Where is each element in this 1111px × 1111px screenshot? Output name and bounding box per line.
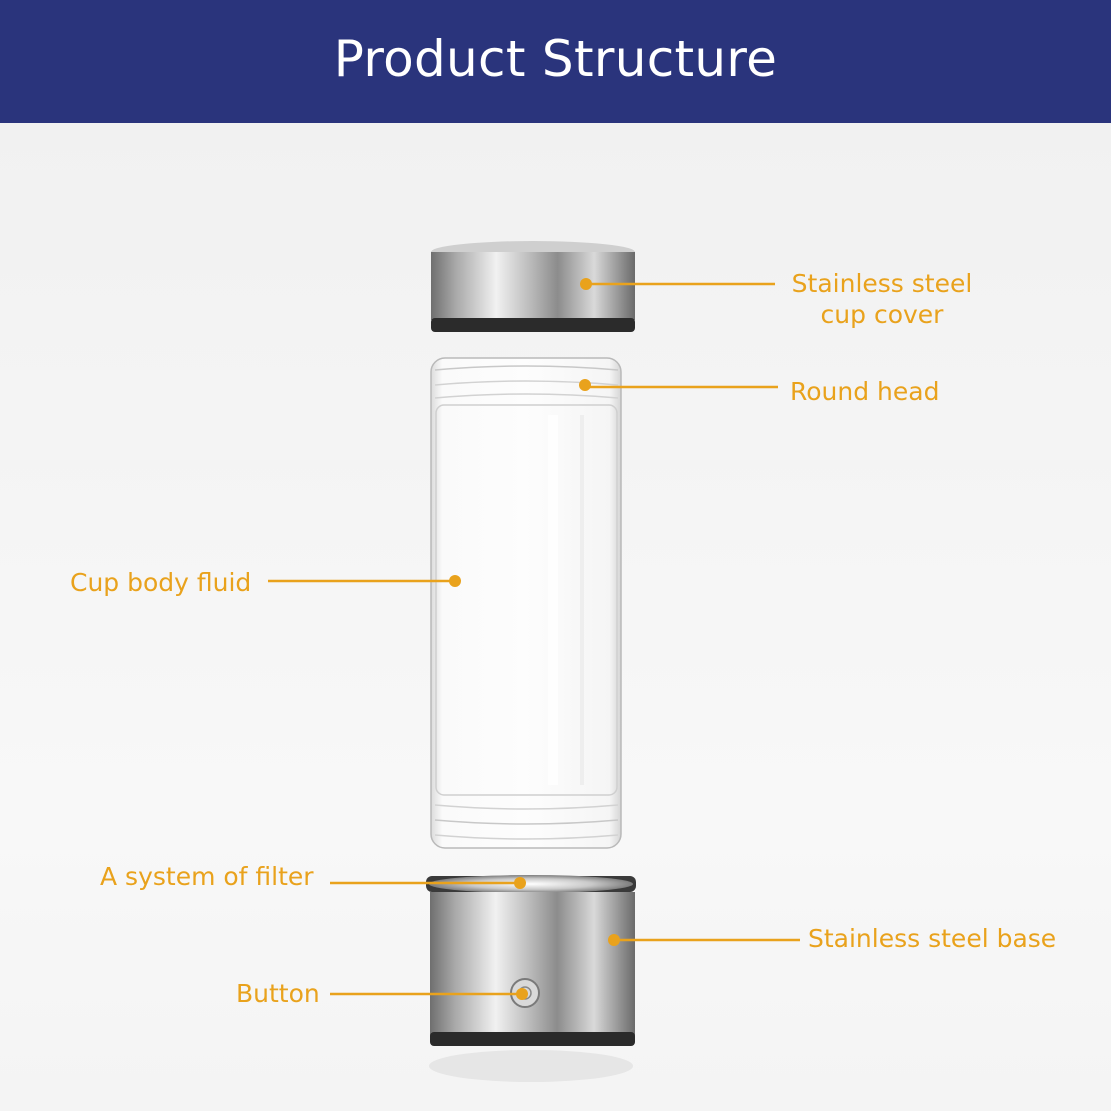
cup-cover-part [431,241,635,332]
callout-filter-pointer [330,877,526,889]
label-round-head: Round head [790,377,940,406]
header-banner: Product Structure [0,0,1111,123]
glass-body-part [430,357,622,849]
label-filter: A system of filter [100,862,314,891]
label-cup-cover-line-2: cup cover [820,300,944,329]
label-button: Button [236,979,320,1008]
callout-round-head-pointer [579,379,778,391]
base-part [426,875,636,1082]
page-title: Product Structure [333,29,778,88]
label-base: Stainless steel base [808,924,1057,953]
label-cup-body: Cup body fluid [70,568,252,597]
callout-cup-cover-pointer [580,278,775,290]
label-cup-cover-line-1: Stainless steel [791,269,973,298]
callout-base-pointer [608,934,800,946]
callout-button-pointer [330,988,528,1000]
label-cup-cover: Stainless steel cup cover [778,268,986,330]
callout-cup-body-pointer [268,575,461,587]
